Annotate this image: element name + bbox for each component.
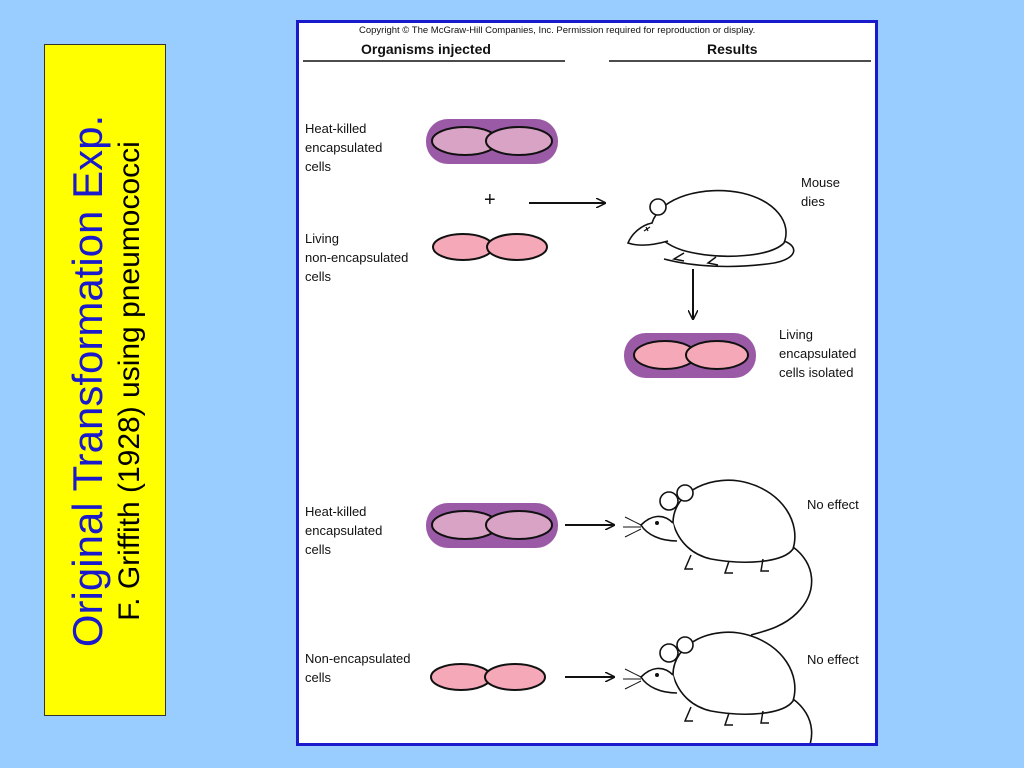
- copyright-notice: Copyright © The McGraw-Hill Companies, I…: [359, 25, 756, 36]
- label-living-non-encapsulated: Living non-encapsulated cells: [305, 231, 409, 284]
- heat-killed-encapsulated-cells-icon: [426, 119, 558, 164]
- living-encapsulated-cells-isolated-icon: [624, 333, 756, 378]
- header-results: Results: [707, 41, 758, 57]
- result-mouse-dies: Mouse dies: [801, 175, 841, 209]
- header-organisms-injected: Organisms injected: [361, 41, 491, 57]
- live-mouse-icon-2: [622, 479, 813, 636]
- plus-sign: +: [484, 189, 496, 211]
- dead-mouse-icon: [627, 189, 795, 268]
- label-heat-killed-1: Heat-killed encapsulated cells: [305, 121, 383, 174]
- live-mouse-icon-3: [622, 631, 813, 743]
- non-encapsulated-cells-icon: [430, 663, 546, 691]
- slide-title: Original Transformation Exp.: [64, 114, 111, 648]
- label-heat-killed-2: Heat-killed encapsulated cells: [305, 504, 383, 557]
- result-no-effect-3: No effect: [807, 652, 859, 667]
- heat-killed-encapsulated-cells-icon-2: [426, 503, 558, 548]
- title-panel: Original Transformation Exp. F. Griffith…: [44, 44, 166, 716]
- living-non-encapsulated-cells-icon: [432, 233, 548, 261]
- label-non-encapsulated: Non-encapsulated cells: [305, 651, 411, 685]
- diagram-graphics: [303, 60, 871, 743]
- title-rotated-group: Original Transformation Exp. F. Griffith…: [45, 45, 167, 717]
- result-no-effect-2: No effect: [807, 497, 859, 512]
- slide-subtitle: F. Griffith (1928) using pneumococci: [113, 141, 146, 621]
- griffith-diagram: Copyright © The McGraw-Hill Companies, I…: [296, 20, 878, 746]
- result-living-encapsulated-isolated: Living encapsulated cells isolated: [779, 327, 857, 380]
